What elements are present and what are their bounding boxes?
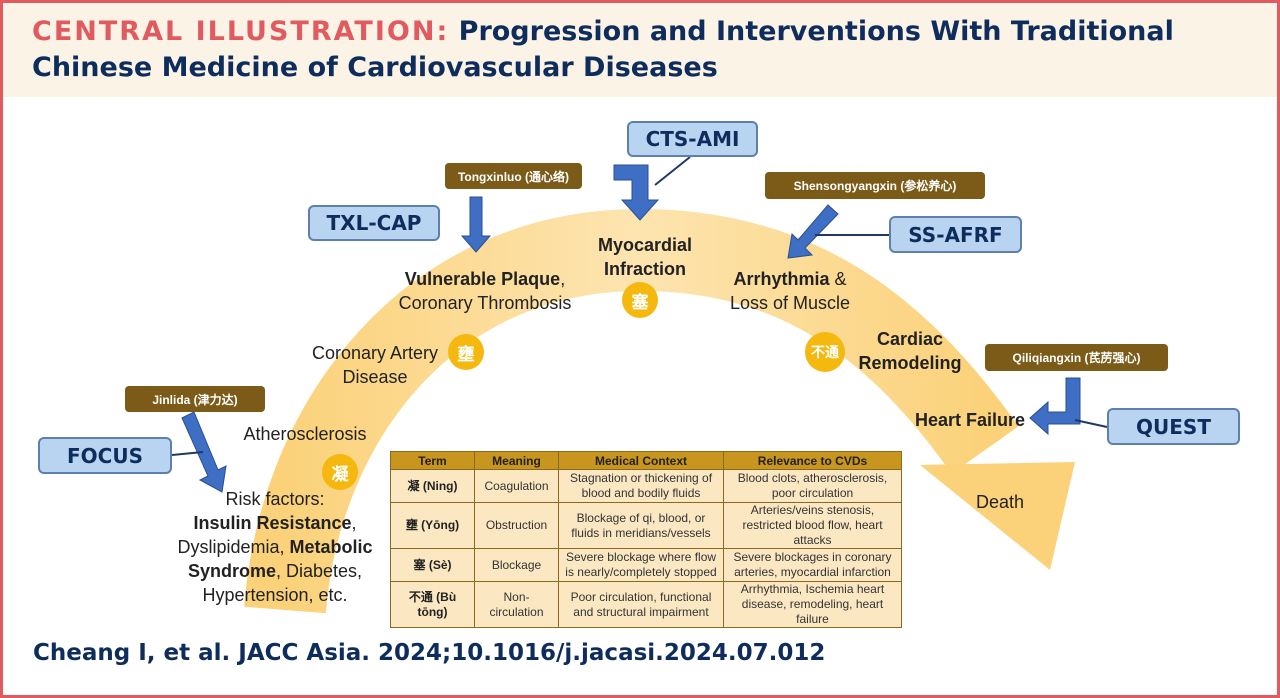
arrow-qili xyxy=(1029,377,1081,436)
page-title: CENTRAL ILLUSTRATION: Progression and In… xyxy=(32,16,1174,83)
table-cell: Coagulation xyxy=(474,469,559,503)
table-cell: Non-circulation xyxy=(474,581,559,628)
arrow-jinlida xyxy=(181,411,227,493)
table-cell: Blockage xyxy=(474,548,559,582)
arrow-shensong xyxy=(787,204,839,259)
table-cell: Arrhythmia, Ischemia heart disease, remo… xyxy=(723,581,902,628)
drug-tongxinluo: Tongxinluo (通心络) xyxy=(445,163,582,189)
table-cell: 壅 (Yōng) xyxy=(390,502,475,549)
table-cell: 不通 (Bù tōng) xyxy=(390,581,475,628)
table-cell: Arteries/veins stenosis, restricted bloo… xyxy=(723,502,902,549)
trial-txl-cap: TXL-CAP xyxy=(308,205,440,241)
col-relevance: Relevance to CVDs xyxy=(723,451,902,470)
trial-cts-ami: CTS-AMI xyxy=(627,121,758,157)
table-cell: Stagnation or thickening of blood and bo… xyxy=(558,469,724,503)
trial-focus: FOCUS xyxy=(38,437,172,474)
symbol-se: 塞 xyxy=(622,282,658,318)
arc-band xyxy=(244,208,1019,614)
symbol-butong: 不通 xyxy=(805,332,845,372)
stage-arrhythmia: Arrhythmia &Loss of Muscle xyxy=(729,269,851,313)
tcm-terms-table: Term Meaning Medical Context Relevance t… xyxy=(390,451,902,628)
drug-shensongyangxin: Shensongyangxin (参松养心) xyxy=(765,172,985,199)
header xyxy=(3,3,1277,97)
symbol-ning: 凝 xyxy=(322,454,358,490)
drug-qiliqiangxin: Qiliqiangxin (芪苈强心) xyxy=(985,344,1168,371)
citation: Cheang I, et al. JACC Asia. 2024;10.1016… xyxy=(33,640,826,666)
table-cell: 凝 (Ning) xyxy=(390,469,475,503)
arc-arrowhead xyxy=(920,462,1075,570)
trial-quest: QUEST xyxy=(1107,408,1240,445)
arrow-tongxinluo xyxy=(460,196,492,253)
table-cell: Blood clots, atherosclerosis, poor circu… xyxy=(723,469,902,503)
stage-death: Death xyxy=(975,492,1025,512)
table-cell: Severe blockages in coronary arteries, m… xyxy=(723,548,902,582)
table-cell: Obstruction xyxy=(474,502,559,549)
table-cell: Poor circulation, functional and structu… xyxy=(558,581,724,628)
trial-ss-afrf: SS-AFRF xyxy=(889,216,1022,253)
table-cell: Severe blockage where flow is nearly/com… xyxy=(558,548,724,582)
stage-atherosclerosis: Atherosclerosis xyxy=(243,424,367,444)
drug-jinlida: Jinlida (津力达) xyxy=(125,386,265,412)
arrow-ctsami xyxy=(613,164,660,221)
stage-heart-failure: Heart Failure xyxy=(914,410,1026,430)
stage-vulnerable-plaque: Vulnerable Plaque,Coronary Thrombosis xyxy=(398,269,572,313)
symbol-yong: 壅 xyxy=(448,334,484,370)
stage-risk-factors: Risk factors:Insulin Resistance,Dyslipid… xyxy=(177,489,373,605)
col-context: Medical Context xyxy=(558,451,724,470)
